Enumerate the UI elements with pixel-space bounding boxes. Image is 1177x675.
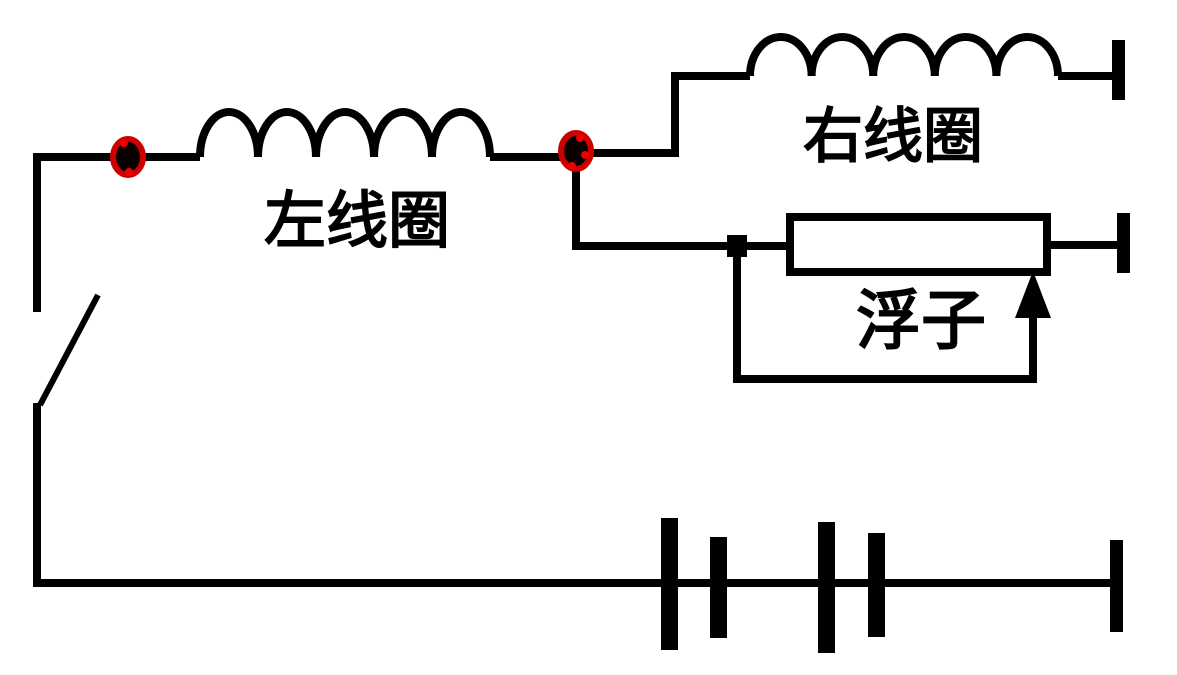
right-coil-icon xyxy=(746,33,1062,77)
terminal-dot-middle xyxy=(558,130,594,172)
terminal-bar-middle xyxy=(1117,213,1130,273)
battery-plate-long-2 xyxy=(818,522,835,653)
wire-wiper-loop xyxy=(733,246,1037,383)
terminal-bar-top xyxy=(1112,40,1125,100)
switch-blade-icon xyxy=(37,293,101,407)
wire-bottom-left xyxy=(33,403,661,587)
wire-to-rheostat xyxy=(572,153,790,250)
terminal-bar-bottom xyxy=(1110,540,1123,632)
right-coil-label: 右线圈 xyxy=(803,103,983,170)
battery-plate-short-1 xyxy=(710,537,727,638)
wire-top-left xyxy=(33,153,200,312)
battery-icon xyxy=(661,518,1110,653)
battery-plate-long-1 xyxy=(661,518,678,650)
wiper-arrow-icon xyxy=(1015,271,1051,318)
float-label: 浮子 xyxy=(856,284,986,357)
battery-plate-short-2 xyxy=(868,533,885,637)
left-coil-label: 左线圈 xyxy=(264,187,450,256)
terminal-dot-left xyxy=(110,136,146,178)
left-coil-icon xyxy=(196,108,494,158)
wire-to-right-coil xyxy=(576,72,750,157)
rheostat-body xyxy=(786,213,1051,276)
